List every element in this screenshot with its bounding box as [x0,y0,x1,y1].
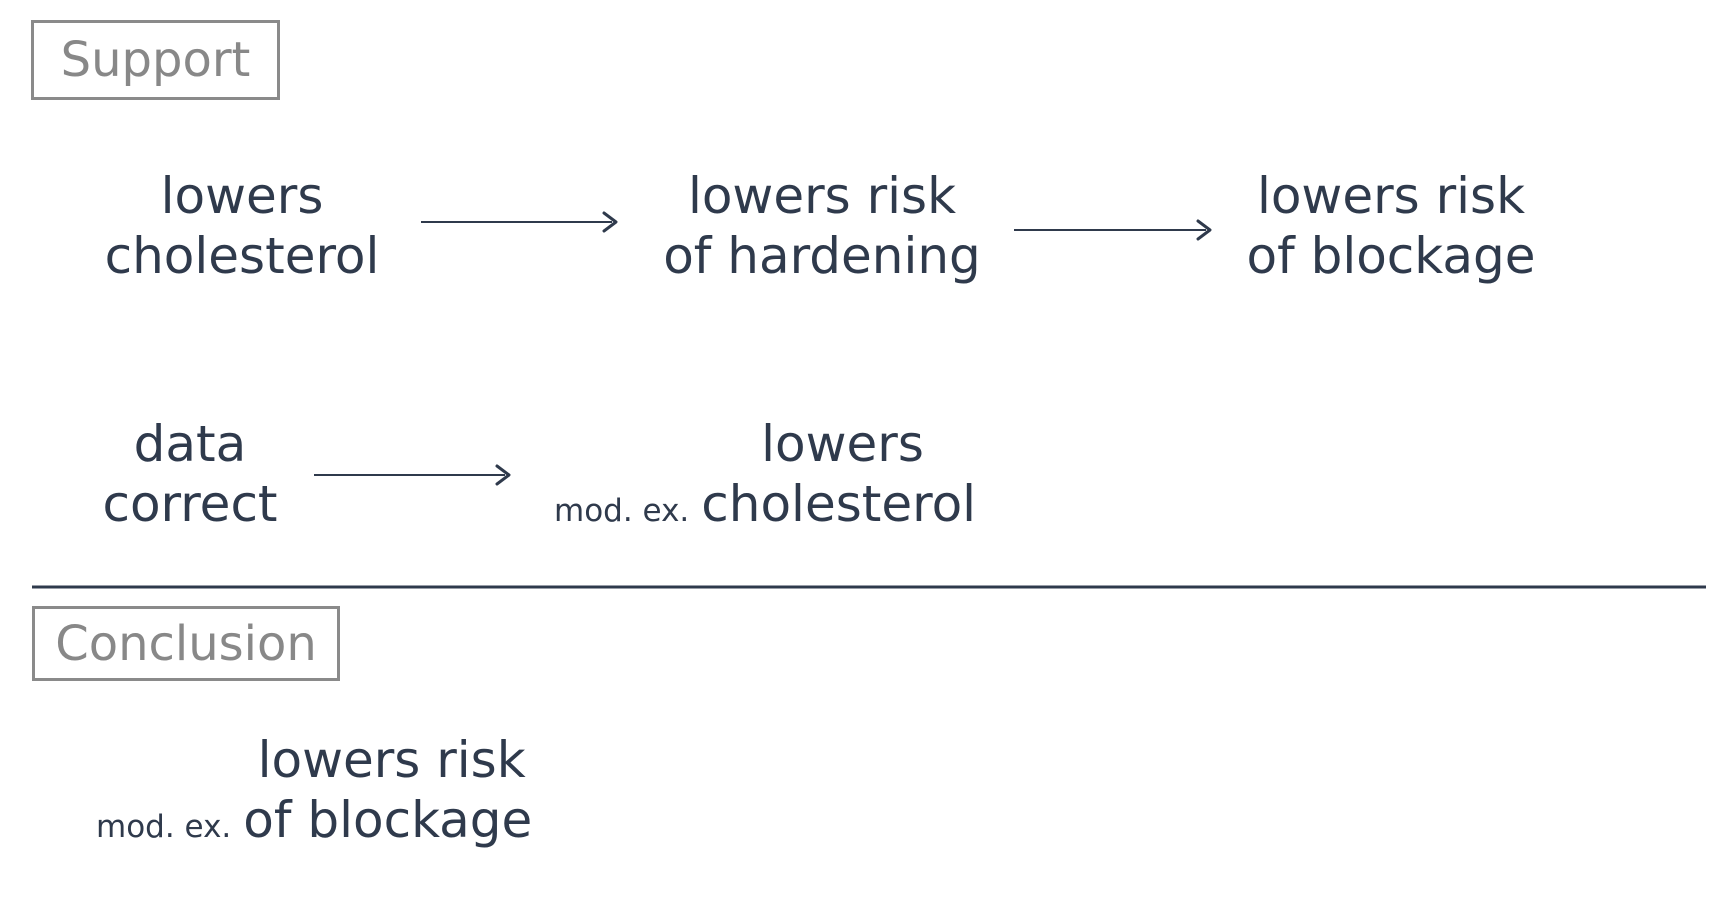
node-text-line-qualified: mod. ex. of blockage [96,790,532,857]
node-text-line: data [133,415,247,473]
node-text-line: lowers risk [687,167,957,225]
node-text-line: lowers [761,415,924,473]
node-text-line: of blockage [243,791,533,849]
node-text-line: correct [102,475,278,533]
arrow-hardening-to-blockage [1014,219,1212,241]
node-text-line-qualified: mod. ex. cholesterol [554,474,976,541]
support-label-text: Support [60,32,251,88]
qualifier-mod-ex: mod. ex. [554,493,690,529]
node-text-line: of blockage [1246,227,1536,285]
arrow-data-to-cholesterol [314,464,511,486]
node-text-line: lowers risk [257,731,526,789]
node-modex-lowers-cholesterol: lowers mod. ex. cholesterol [554,414,976,541]
node-data-correct: data correct [102,414,277,534]
section-label-support: Support [31,20,280,100]
section-label-conclusion: Conclusion [32,606,340,681]
conclusion-label-text: Conclusion [55,615,317,672]
node-lowers-risk-blockage: lowers risk of blockage [1246,166,1535,286]
node-modex-lowers-risk-blockage: lowers risk mod. ex. of blockage [96,730,532,857]
node-text-line: cholesterol [701,475,977,533]
node-text-line: of hardening [663,227,981,285]
node-lowers-cholesterol: lowers cholesterol [105,166,380,286]
arrow-cholesterol-to-hardening [421,211,618,233]
node-text-line: lowers risk [1256,167,1526,225]
node-text-line: cholesterol [104,227,380,285]
node-text-line: lowers [160,167,324,225]
qualifier-mod-ex: mod. ex. [96,809,232,845]
node-lowers-risk-hardening: lowers risk of hardening [663,166,981,286]
